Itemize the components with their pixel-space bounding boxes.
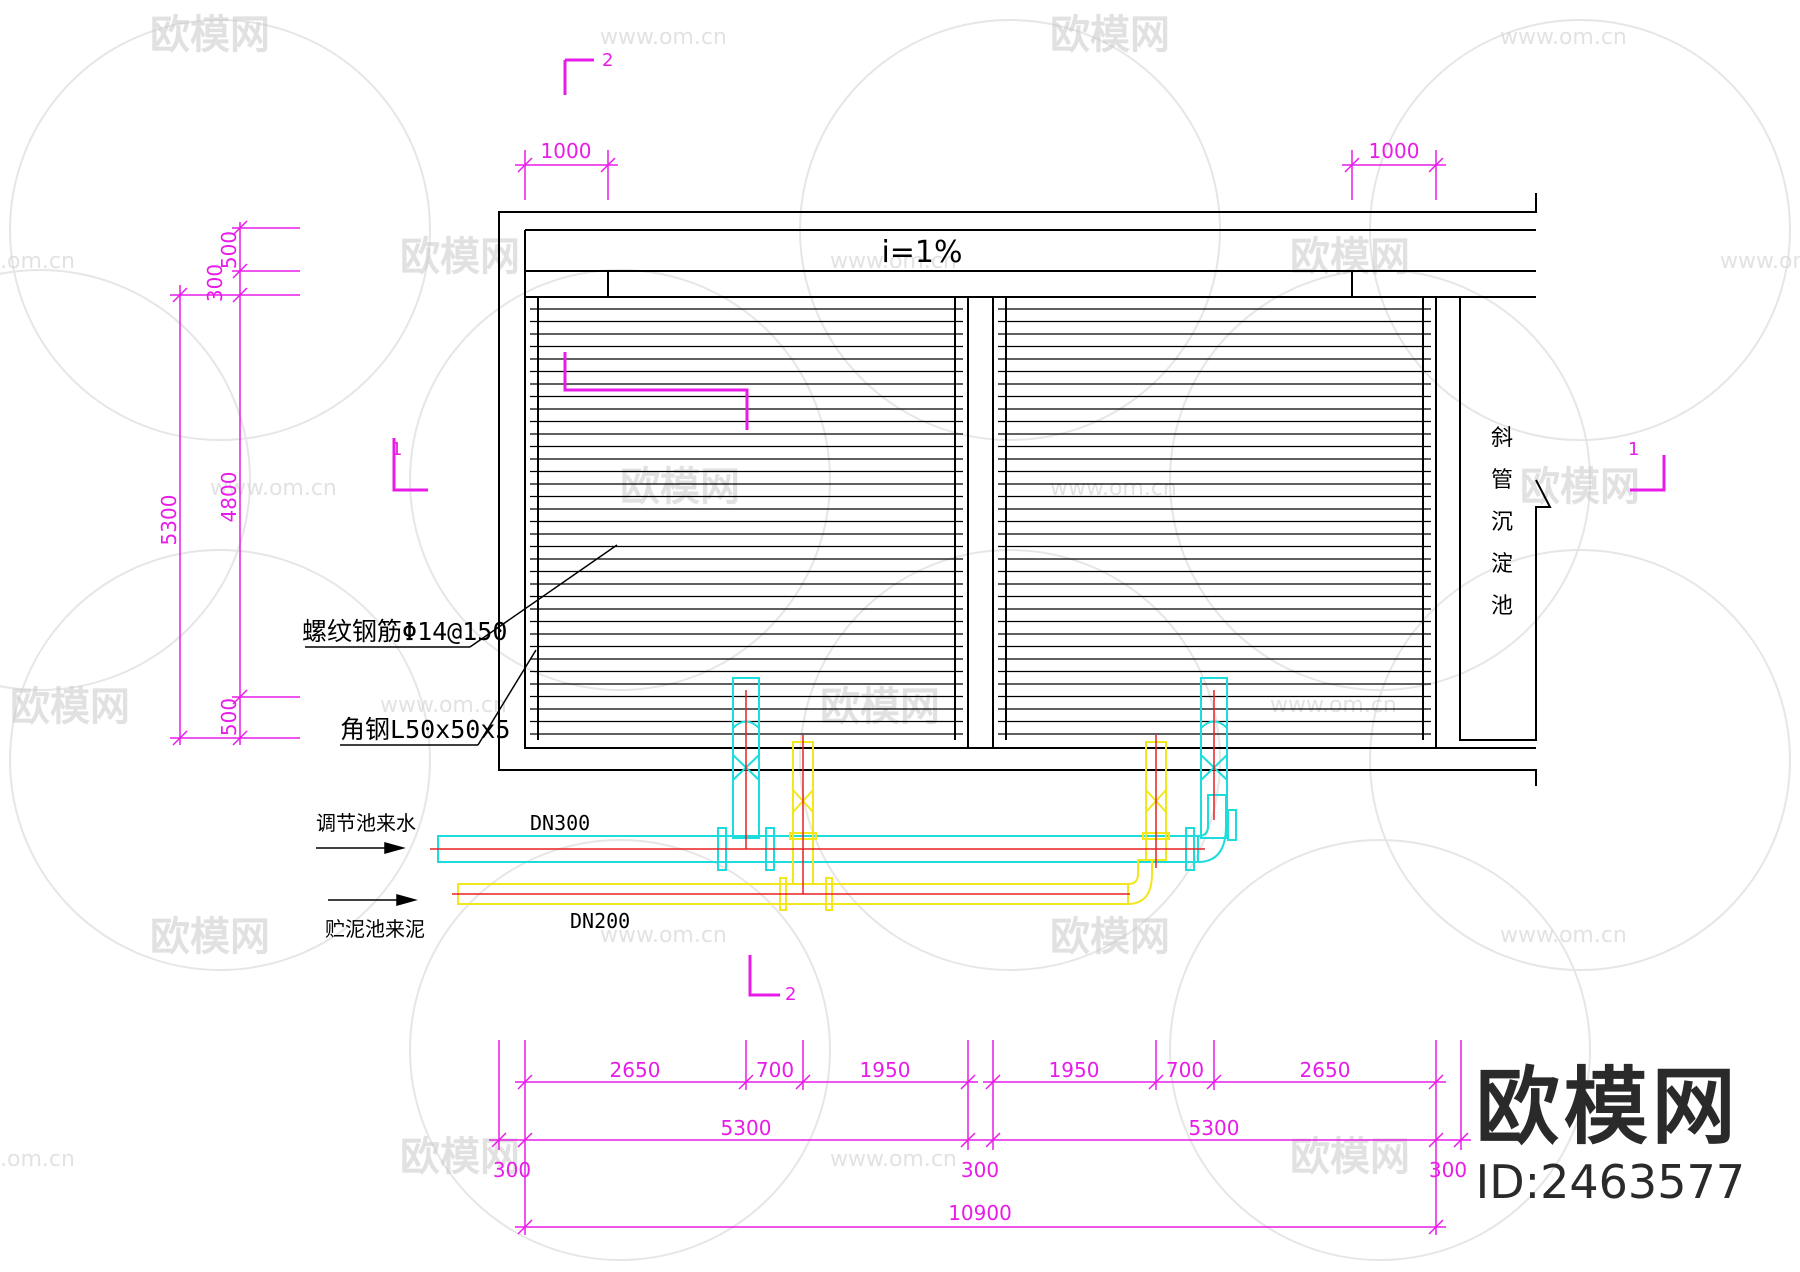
brand-stamp: 欧模网 ID:2463577 xyxy=(1476,1065,1745,1210)
side-char: 淀 xyxy=(1491,552,1513,577)
dim-bottom-r1: 1950 xyxy=(1049,1058,1100,1082)
watermark-url: .om.cn xyxy=(0,1147,75,1172)
pipe-label-dn300: DN300 xyxy=(530,811,590,835)
watermark-url: www.om.cn xyxy=(1270,693,1397,718)
side-char: 管 xyxy=(1491,468,1513,493)
watermark-text: 欧模网 xyxy=(1050,12,1170,58)
watermark-text: 欧模网 xyxy=(820,684,940,730)
watermark-url: www.om.cn xyxy=(830,1147,957,1172)
dim-tick xyxy=(517,1219,533,1235)
dim-tick xyxy=(960,1132,976,1148)
watermark-text: 欧模网 xyxy=(150,12,270,58)
callout-rebar: 螺纹钢筋Φ14@150 xyxy=(302,617,507,646)
dim-tick xyxy=(1453,1132,1469,1148)
dim-left-total: 5300 xyxy=(157,495,181,546)
watermark-url: www.om.cn xyxy=(1720,249,1800,274)
top-dimensions xyxy=(515,150,1446,200)
pipe-centerlines xyxy=(430,690,1215,895)
watermark-url: www.om.cn xyxy=(600,25,727,50)
side-char: 斜 xyxy=(1491,426,1513,451)
dim-bottom-r1: 2650 xyxy=(610,1058,661,1082)
dim-tick xyxy=(491,1132,507,1148)
watermark-text: 欧模网 xyxy=(400,234,520,280)
dim-top-right: 1000 xyxy=(1369,139,1420,163)
dim-tick xyxy=(1428,1132,1444,1148)
dim-tick xyxy=(1428,1219,1444,1235)
dim-bottom-r1: 1950 xyxy=(860,1058,911,1082)
callout-rebar-text: 螺纹钢筋 xyxy=(302,617,402,646)
section-1-left: 1 xyxy=(391,439,402,460)
dim-bottom-end: 300 xyxy=(1429,1158,1467,1182)
dim-tick xyxy=(960,1074,976,1090)
inlet-sludge-label: 贮泥池来泥 xyxy=(325,917,425,941)
dim-top-left: 1000 xyxy=(541,139,592,163)
callout-angle-spec: L50x50x5 xyxy=(390,715,510,744)
watermark-url: www.om.cn xyxy=(1050,476,1177,501)
watermark-text: 欧模网 xyxy=(1050,914,1170,960)
brand-name: 欧模网 xyxy=(1475,1057,1740,1156)
dim-bottom-total: 10900 xyxy=(948,1201,1012,1225)
dim-bottom-r2: 5300 xyxy=(721,1116,772,1140)
slope-label: i=1% xyxy=(881,235,962,270)
side-char: 池 xyxy=(1491,594,1513,619)
dim-tick xyxy=(517,1132,533,1148)
dim-tick xyxy=(1428,1074,1444,1090)
dim-bottom-end: 300 xyxy=(493,1158,531,1182)
pipe-label-dn200: DN200 xyxy=(570,909,630,933)
watermark-url: .om.cn xyxy=(0,249,75,274)
dim-tick xyxy=(985,1132,1001,1148)
watermark-url: www.om.cn xyxy=(830,249,957,274)
flow-arrows xyxy=(316,842,418,906)
left-dimension-texts: 5300 500 300 4800 500 xyxy=(157,231,241,736)
dim-bottom-r2: 5300 xyxy=(1189,1116,1240,1140)
dim-left-mid: 4800 xyxy=(217,472,241,523)
brand-id: ID:2463577 xyxy=(1475,1154,1745,1209)
callout-rebar-spec: Φ14@150 xyxy=(402,617,507,646)
dimension-ticks xyxy=(491,1074,1469,1235)
watermark-url: www.om.cn xyxy=(210,476,337,501)
watermark-url: www.om.cn xyxy=(600,923,727,948)
watermark-text: 欧模网 xyxy=(1520,464,1640,510)
dim-left-bottom: 500 xyxy=(217,698,241,736)
watermark-pattern xyxy=(0,19,1791,1261)
watermark-text: 欧模网 xyxy=(400,1134,520,1180)
section-2-bottom: 2 xyxy=(785,984,796,1005)
dim-left-top-b: 300 xyxy=(203,264,227,302)
dim-tick xyxy=(517,1074,533,1090)
dim-tick xyxy=(738,1074,754,1090)
watermark-url: www.om.cn xyxy=(380,693,507,718)
callout-angle-text: 角钢 xyxy=(340,715,390,744)
watermark-text: 欧模网 xyxy=(1290,234,1410,280)
dim-tick xyxy=(1148,1074,1164,1090)
section-2-top: 2 xyxy=(602,50,613,71)
dim-tick xyxy=(985,1074,1001,1090)
dim-tick xyxy=(1206,1074,1222,1090)
dim-bottom-r1: 2650 xyxy=(1300,1058,1351,1082)
dim-tick xyxy=(795,1074,811,1090)
callout-angle: 角钢L50x50x5 xyxy=(340,715,510,744)
left-dimensions xyxy=(170,220,300,746)
watermark-text: 欧模网 xyxy=(150,914,270,960)
dim-left-top-a: 500 xyxy=(217,231,241,269)
bottom-dimension-texts: 2650 700 1950 1950 700 2650 5300 5300 30… xyxy=(493,1058,1467,1225)
dim-bottom-r1: 700 xyxy=(756,1058,794,1082)
watermark-url: www.om.cn xyxy=(1500,923,1627,948)
dim-bottom-r1: 700 xyxy=(1166,1058,1204,1082)
section-1-right: 1 xyxy=(1628,439,1639,460)
rebar-rows-left xyxy=(530,308,963,735)
watermark-text: 欧模网 xyxy=(1290,1134,1410,1180)
watermark-url: www.om.cn xyxy=(1500,25,1627,50)
tank-outline xyxy=(498,193,1552,786)
watermark-text: 欧模网 xyxy=(10,684,130,730)
callout-leaders xyxy=(305,544,618,746)
side-char: 沉 xyxy=(1491,510,1513,535)
side-label-settling-tank: 斜 管 沉 淀 池 xyxy=(1491,426,1513,619)
section-markers xyxy=(392,58,1666,997)
dim-bottom-end: 300 xyxy=(961,1158,999,1182)
rebar-rows-right xyxy=(998,308,1431,735)
inlet-water-label: 调节池来水 xyxy=(316,811,416,835)
